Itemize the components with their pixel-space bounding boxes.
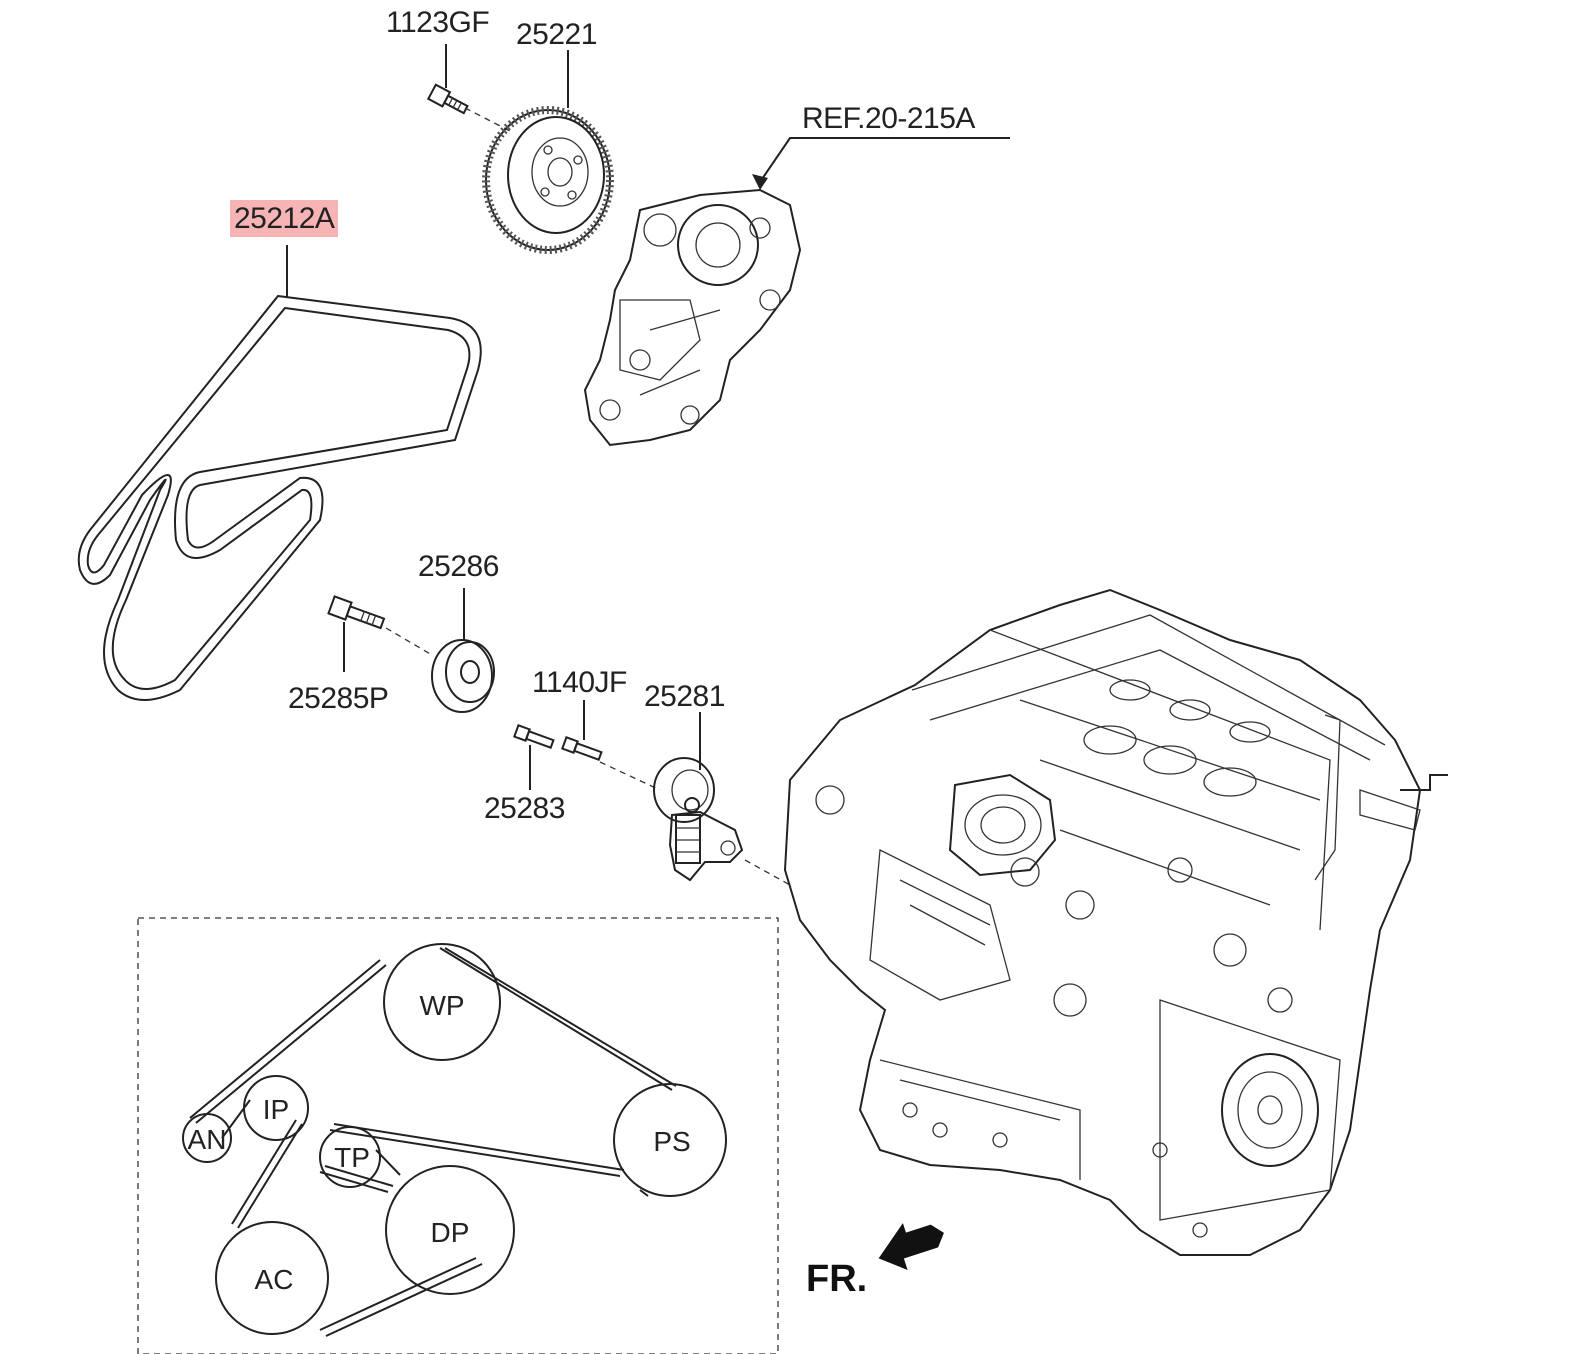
label-25281: 25281 [644,680,725,713]
pulley-wp [383,943,501,1061]
pulley-ac [215,1221,329,1335]
bolt-1140jf[interactable] [561,700,661,791]
pulley-label-ip: IP [262,1094,290,1125]
label-25212a: 25212A [230,200,339,237]
pulley-tp [319,1126,381,1188]
bolt-1123gf[interactable] [426,44,513,133]
belt-routing-inset [137,917,779,1354]
pulley-label-dp: DP [430,1217,470,1248]
tensioner-25281[interactable] [653,712,791,886]
pulley-dp [385,1165,515,1295]
pulley-label-an: AN [187,1124,227,1155]
pulley-label-wp: WP [419,990,465,1021]
pulley-an [182,1113,232,1163]
drive-belt-25212a[interactable] [77,245,482,701]
idler-pulley-25286[interactable] [431,588,495,713]
bolt-25283[interactable] [513,724,555,790]
label-25283: 25283 [484,792,565,825]
pulley-label-ac: AC [254,1264,294,1295]
label-25221: 25221 [516,18,597,51]
front-label: FR. [806,1258,868,1300]
highlight-25212a: 25212A [230,200,339,237]
pulley-ip [243,1075,309,1141]
front-arrow-icon [878,1223,944,1270]
engine-assembly [783,588,1448,1256]
label-25285p: 25285P [288,682,389,715]
pulley-ps [613,1083,727,1197]
label-25286: 25286 [418,550,499,583]
label-1140jf: 1140JF [532,666,627,699]
bolt-25285p[interactable] [327,595,433,672]
water-pump-housing[interactable] [583,137,1010,447]
label-1123gf: 1123GF [386,6,490,39]
pulley-label-ps: PS [653,1126,691,1157]
label-ref-20-215a: REF.20-215A [802,102,975,135]
pulley-25221[interactable] [482,50,614,254]
pulley-label-tp: TP [334,1142,370,1173]
